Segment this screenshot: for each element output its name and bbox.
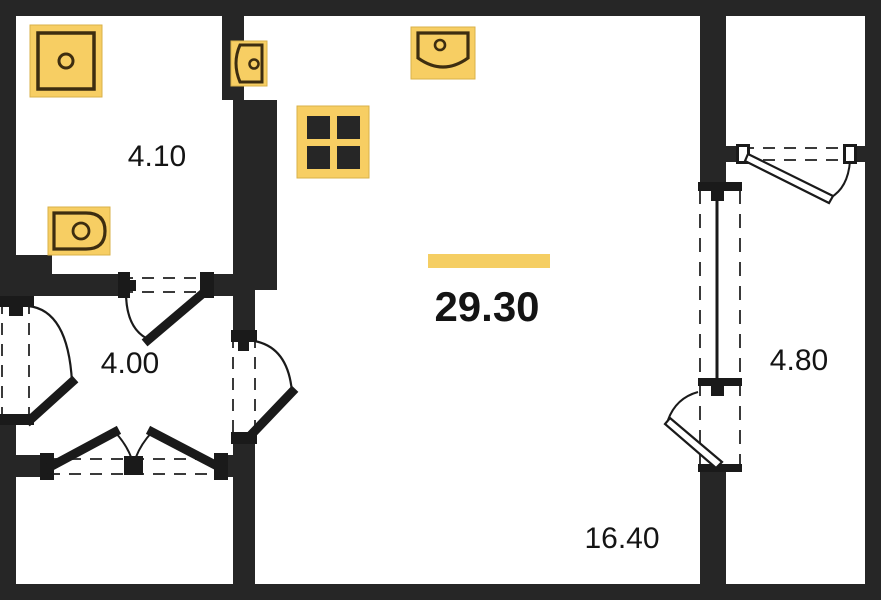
double-door-leaf-left xyxy=(41,425,122,475)
wall-balcony-west-upper xyxy=(700,0,726,182)
wall-balcony-north-stub xyxy=(726,146,738,162)
room-area-balcony: 4.80 xyxy=(770,344,828,377)
kitchen-sink-icon xyxy=(410,26,476,80)
glazing-jamb-top-nub xyxy=(711,191,724,201)
doors-layer xyxy=(0,144,857,480)
balcony-s-arc xyxy=(667,391,699,421)
wall-wc-niche xyxy=(16,255,52,277)
balcony-s-leaf xyxy=(663,416,724,470)
wall-balcony-north-right xyxy=(852,146,881,162)
bathroom-door-jamb-left-nub xyxy=(127,280,136,291)
balcony-n-jamb-left-inner xyxy=(739,147,747,161)
living-door-jamb-top-nub xyxy=(238,342,249,351)
wall-bathroom-south-left xyxy=(16,274,121,296)
bathroom-door-arc xyxy=(124,291,151,342)
washbasin-icon xyxy=(230,40,268,87)
room-area-bathroom: 4.10 xyxy=(128,140,186,173)
bathroom-door-swing xyxy=(118,272,214,347)
entry-door-arc xyxy=(27,304,74,383)
double-door-center-stop xyxy=(124,456,143,475)
balcony-n-arc xyxy=(829,160,851,199)
balcony-n-jamb-right-inner xyxy=(846,147,854,161)
wall-shaft xyxy=(233,100,277,290)
entry-door-leaf xyxy=(23,375,79,427)
balcony-glazing-layer xyxy=(698,182,742,472)
wall-exterior-bottom xyxy=(0,584,881,600)
room-area-hallway: 4.00 xyxy=(101,347,159,380)
wall-hallway-east-lower xyxy=(233,440,255,600)
entry-door-hinge-top-nub xyxy=(9,307,23,316)
room-labels-layer: 4.10 4.00 16.40 4.80 xyxy=(101,140,828,555)
wall-exterior-left-lower xyxy=(0,422,16,600)
toilet-icon xyxy=(47,206,111,256)
wall-hallway-east-upper xyxy=(233,290,255,332)
total-area-value: 29.30 xyxy=(434,283,539,330)
entry-door-hinge-top xyxy=(0,296,34,307)
wall-exterior-top xyxy=(0,0,881,16)
total-area-accent-bar xyxy=(428,254,550,268)
glazing-jamb-bottom xyxy=(698,464,742,472)
double-door-arc-right xyxy=(135,431,153,458)
total-area-badge: 29.30 xyxy=(428,254,550,330)
entry-door-swing xyxy=(0,296,79,427)
wall-hallway-south-right xyxy=(221,455,255,477)
stove-icon xyxy=(296,105,370,179)
double-door-swing xyxy=(40,425,228,480)
living-door-swing xyxy=(231,330,299,444)
room-area-living: 16.40 xyxy=(584,522,659,555)
balcony-door-south-swing xyxy=(663,391,724,470)
wall-exterior-right xyxy=(865,0,881,600)
double-door-leaf-right xyxy=(145,425,228,475)
balcony-n-leaf xyxy=(743,152,835,205)
bathroom-door-leaf xyxy=(141,283,214,347)
shower-tray-icon xyxy=(29,24,103,98)
wall-balcony-west-lower xyxy=(700,470,726,600)
double-door-arc-left xyxy=(114,431,132,458)
living-door-leaf xyxy=(243,385,299,443)
wall-exterior-left-upper xyxy=(0,0,16,302)
balcony-door-north-swing xyxy=(736,144,857,205)
bathroom-door-jamb-left xyxy=(118,272,130,298)
living-door-jamb-top xyxy=(231,330,257,342)
glazing-jamb-top xyxy=(698,182,742,191)
glazing-jamb-mid xyxy=(698,378,742,386)
fixtures-layer xyxy=(29,24,476,256)
glazing-jamb-mid-nub xyxy=(711,386,724,396)
entry-door-hinge-bottom xyxy=(0,414,34,425)
living-door-arc xyxy=(253,339,294,393)
